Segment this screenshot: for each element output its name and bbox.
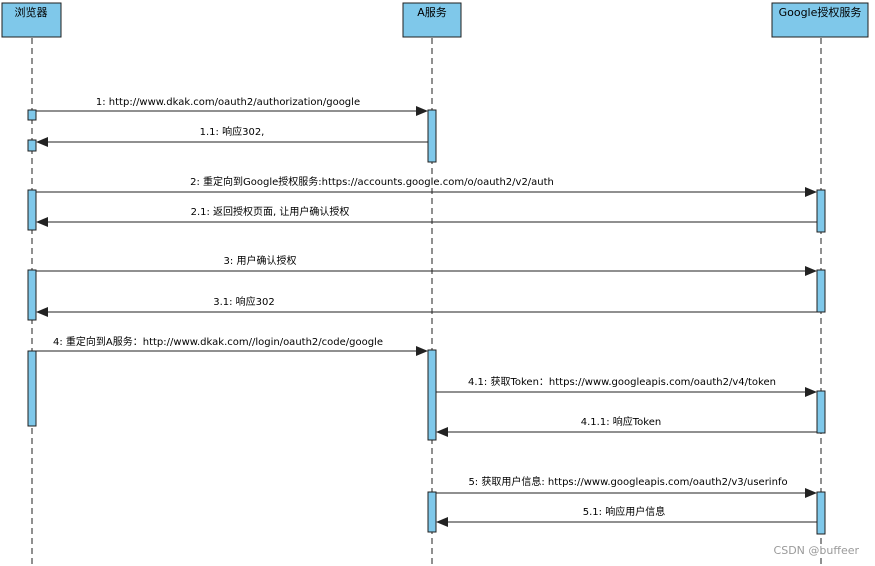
arrowhead — [416, 346, 428, 356]
message-2-1-label: 2.1: 返回授权页面, 让用户确认授权 — [191, 205, 350, 218]
message-5: 5: 获取用户信息: https://www.googleapis.com/oa… — [436, 475, 817, 498]
activation-a-3 — [427, 491, 437, 533]
message-3-label: 3: 用户确认授权 — [224, 254, 297, 267]
message-1-label: 1: http://www.dkak.com/oauth2/authorizat… — [96, 97, 360, 108]
arrowhead — [805, 488, 817, 498]
activation-browser-4 — [27, 269, 37, 321]
message-2: 2: 重定向到Google授权服务:https://accounts.googl… — [36, 175, 817, 197]
message-2-1: 2.1: 返回授权页面, 让用户确认授权 — [36, 205, 817, 227]
activation-browser-5 — [27, 350, 37, 427]
activation-browser-2 — [27, 139, 37, 152]
arrowhead — [36, 137, 48, 147]
arrowhead — [805, 387, 817, 397]
activation-browser-3 — [27, 189, 37, 231]
message-3: 3: 用户确认授权 — [36, 254, 817, 276]
activation-a-1 — [427, 109, 437, 163]
message-4-1-1-label: 4.1.1: 响应Token — [581, 415, 661, 428]
arrowhead — [36, 217, 48, 227]
participant-a-service: A服务 — [402, 2, 462, 38]
message-1: 1: http://www.dkak.com/oauth2/authorizat… — [36, 97, 428, 116]
arrowhead — [805, 266, 817, 276]
arrowhead — [436, 517, 448, 527]
participant-a-service-label: A服务 — [417, 6, 447, 19]
participant-google: Google授权服务 — [771, 2, 869, 38]
activation-google-3 — [816, 390, 826, 434]
activation-google-2 — [816, 269, 826, 313]
message-5-label: 5: 获取用户信息: https://www.googleapis.com/oa… — [468, 475, 787, 488]
message-4-1-1: 4.1.1: 响应Token — [436, 415, 817, 437]
participant-browser-label: 浏览器 — [15, 5, 48, 19]
arrowhead — [805, 187, 817, 197]
message-4-1: 4.1: 获取Token：https://www.googleapis.com/… — [436, 376, 817, 397]
message-1-1-label: 1.1: 响应302, — [200, 125, 265, 138]
arrowhead — [416, 106, 428, 116]
message-4-1-label: 4.1: 获取Token：https://www.googleapis.com/… — [468, 376, 776, 388]
watermark: CSDN @buffeer — [773, 544, 859, 557]
arrowhead — [36, 307, 48, 317]
activation-google-4 — [816, 491, 826, 535]
message-4: 4: 重定向到A服务：http://www.dkak.com//login/oa… — [36, 335, 428, 356]
message-2-label: 2: 重定向到Google授权服务:https://accounts.googl… — [190, 175, 554, 188]
activation-a-2 — [427, 349, 437, 441]
message-5-1-label: 5.1: 响应用户信息 — [583, 505, 665, 518]
message-4-label: 4: 重定向到A服务：http://www.dkak.com//login/oa… — [53, 335, 383, 348]
message-5-1: 5.1: 响应用户信息 — [436, 505, 817, 527]
message-1-1: 1.1: 响应302, — [36, 125, 428, 147]
message-3-1-label: 3.1: 响应302 — [213, 295, 275, 308]
activation-google-1 — [816, 189, 826, 233]
participant-browser: 浏览器 — [1, 2, 62, 38]
message-3-1: 3.1: 响应302 — [36, 295, 817, 317]
activation-browser-1 — [27, 109, 37, 121]
arrowhead — [436, 427, 448, 437]
participant-google-label: Google授权服务 — [779, 5, 862, 19]
